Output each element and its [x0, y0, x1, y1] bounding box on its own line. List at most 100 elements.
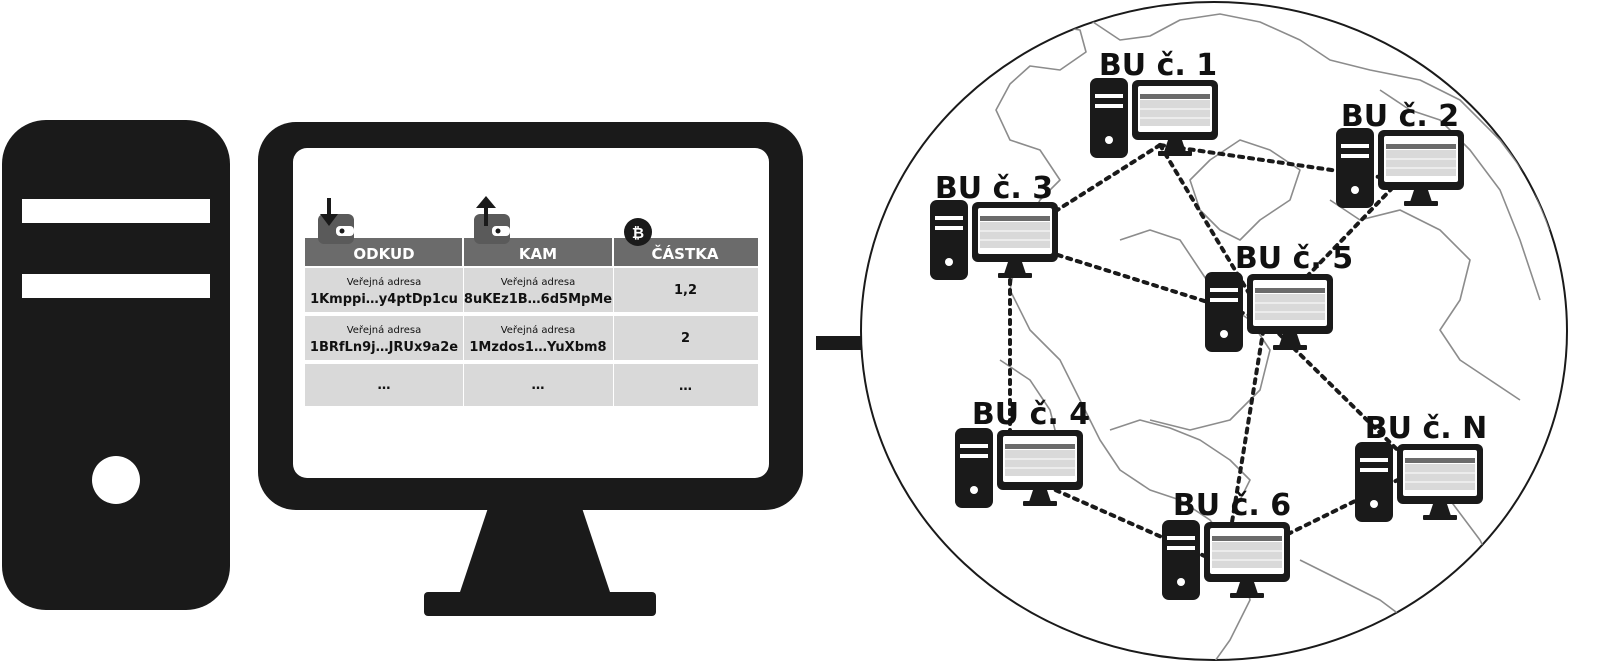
node-tower [955, 428, 993, 508]
amount-value: 1,2 [674, 283, 697, 298]
network-node-n3: BU č. 3 [930, 171, 1058, 280]
node-label: BU č. 1 [1099, 48, 1217, 83]
globe: BU č. 1 BU č. 2 BU č. 3 BU č. 4 BU č. 5 BU č.… [860, 1, 1568, 661]
network-node-n2: BU č. 2 [1336, 99, 1464, 208]
node-table-header [1255, 288, 1325, 293]
node-table-header [1405, 458, 1475, 463]
node-tower-slot [1341, 154, 1369, 158]
node-label: BU č. 4 [972, 397, 1090, 432]
node-table-body [1255, 294, 1325, 320]
node-tower [1336, 128, 1374, 208]
address-value: 8uKEz1B…6d5MpMe [464, 292, 612, 307]
node-monitor-stand [1236, 582, 1258, 594]
amount-value: … [679, 379, 692, 394]
pc-tower [2, 120, 230, 610]
network-node-nN: BU č. N [1355, 411, 1487, 522]
address-value: 1Kmppi…y4ptDp1cu [310, 292, 458, 307]
node-monitor-stand [1410, 190, 1432, 202]
transaction-table: ODKUD KAM ČÁSTKA ₿ [305, 196, 758, 406]
network-node-n1: BU č. 1 [1090, 48, 1218, 158]
node-tower-slot [1210, 298, 1238, 302]
table-cell [614, 364, 758, 406]
table-cell [305, 268, 463, 312]
monitor-base [424, 592, 656, 616]
svg-text:₿: ₿ [632, 224, 644, 242]
node-monitor-stand [1029, 490, 1051, 502]
node-tower [1162, 520, 1200, 600]
table-row: … … … [305, 364, 758, 406]
node-monitor-base [1230, 593, 1264, 598]
node-monitor-stand [1164, 140, 1186, 152]
node-tower-slot [1167, 536, 1195, 540]
node-table-body [1140, 100, 1210, 126]
network-nodes: BU č. 1 BU č. 2 BU č. 3 BU č. 4 BU č. 5 BU č.… [930, 48, 1487, 600]
local-computer: ODKUD KAM ČÁSTKA ₿ [2, 120, 803, 616]
network-node-n6: BU č. 6 [1162, 488, 1291, 600]
node-table-header [1386, 144, 1456, 149]
network-node-n4: BU č. 4 [955, 397, 1090, 508]
node-power-button [970, 486, 978, 494]
node-table-header [1005, 444, 1075, 449]
node-tower-slot [1360, 468, 1388, 472]
node-power-button [945, 258, 953, 266]
node-power-button [1105, 136, 1113, 144]
node-label: BU č. N [1365, 411, 1487, 446]
table-cell [464, 364, 613, 406]
node-monitor-stand [1429, 504, 1451, 516]
node-label: BU č. 3 [935, 171, 1053, 206]
header-kam: KAM [519, 245, 557, 263]
node-monitor-base [1273, 345, 1307, 350]
node-tower [1205, 272, 1243, 352]
header-odkud: ODKUD [353, 245, 414, 263]
node-label: BU č. 6 [1173, 488, 1291, 523]
node-tower-slot [960, 444, 988, 448]
node-tower-slot [1095, 94, 1123, 98]
table-cell [614, 316, 758, 360]
node-monitor-base [998, 273, 1032, 278]
table-cell [305, 316, 463, 360]
node-table-header [1212, 536, 1282, 541]
table-cell [614, 268, 758, 312]
address-caption: Veřejná adresa [347, 324, 422, 336]
node-power-button [1370, 500, 1378, 508]
node-tower [930, 200, 968, 280]
ellipsis-value: … [378, 378, 391, 393]
node-power-button [1220, 330, 1228, 338]
node-table-body [1405, 464, 1475, 490]
table-cell [464, 316, 613, 360]
node-monitor-base [1423, 515, 1457, 520]
wallet-in-icon [318, 198, 354, 244]
node-table-body [980, 222, 1050, 248]
network-node-n5: BU č. 5 [1205, 241, 1353, 352]
table-row: Veřejná adresa 1BRfLn9j…JRUx9a2e Veřejná a… [305, 316, 758, 360]
node-tower [1355, 442, 1393, 522]
ellipsis-value: … [532, 378, 545, 393]
node-table-header [980, 216, 1050, 221]
wallet-out-icon [474, 196, 510, 244]
address-caption: Veřejná adresa [501, 276, 576, 288]
node-monitor-base [1404, 201, 1438, 206]
node-table-body [1005, 450, 1075, 476]
pc-power-button [92, 456, 140, 504]
node-power-button [1351, 186, 1359, 194]
address-value: 1BRfLn9j…JRUx9a2e [310, 340, 458, 355]
node-monitor-stand [1279, 334, 1301, 346]
node-power-button [1177, 578, 1185, 586]
network-link [1008, 143, 1162, 242]
pc-tower-slot-2 [22, 274, 210, 298]
node-tower-slot [1167, 546, 1195, 550]
amount-value: 2 [681, 331, 690, 346]
node-table-body [1212, 542, 1282, 568]
node-monitor-stand [1004, 262, 1026, 274]
table-cell [305, 364, 463, 406]
table-cell [464, 268, 613, 312]
address-caption: Veřejná adresa [501, 324, 576, 336]
node-tower-slot [960, 454, 988, 458]
node-label: BU č. 5 [1235, 241, 1353, 276]
monitor-screen [293, 148, 769, 478]
node-label: BU č. 2 [1341, 99, 1459, 134]
node-tower-slot [1095, 104, 1123, 108]
